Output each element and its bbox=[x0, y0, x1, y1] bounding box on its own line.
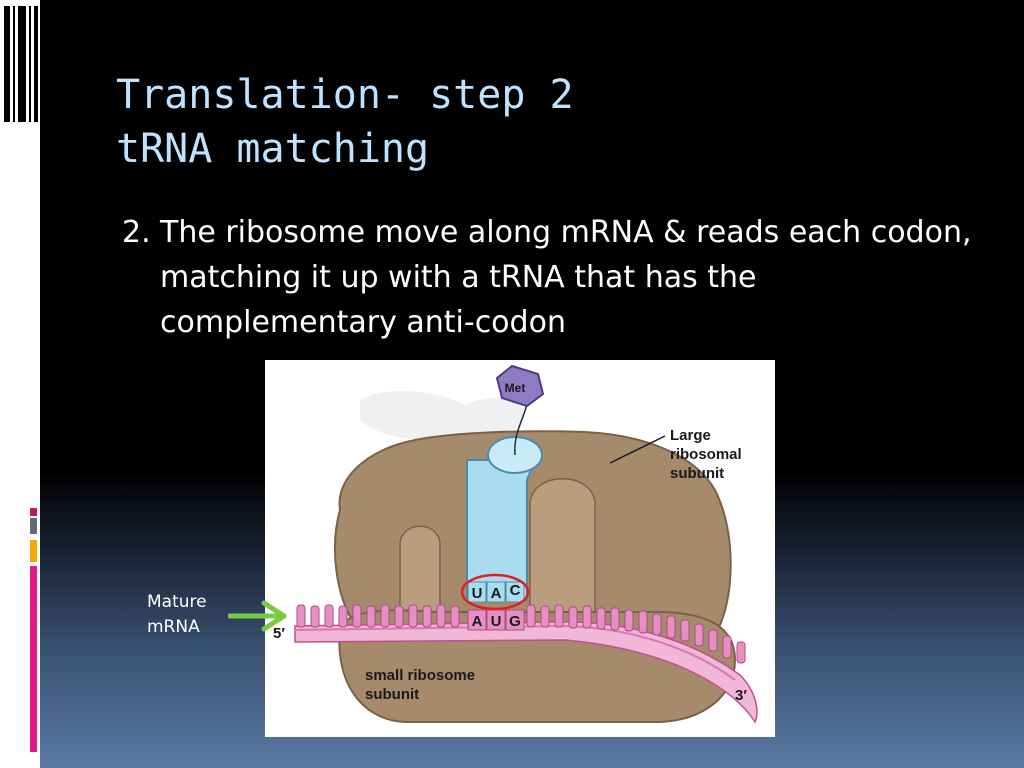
met-hexagon bbox=[495, 364, 545, 408]
large-subunit-label: subunit bbox=[670, 465, 724, 482]
mrna-base bbox=[436, 604, 446, 628]
codon-base bbox=[505, 609, 525, 631]
anticodon-letter: C bbox=[510, 582, 521, 599]
mature-mrna-line-1: Mature bbox=[147, 592, 207, 612]
mrna-base bbox=[338, 605, 348, 628]
decorative-line bbox=[29, 6, 31, 122]
mrna-base bbox=[352, 604, 362, 628]
three-prime-label: 3′ bbox=[735, 687, 747, 704]
mrna-base bbox=[296, 604, 306, 628]
five-prime-label: 5′ bbox=[273, 625, 285, 642]
mrna-bases bbox=[296, 604, 746, 664]
large-subunit-label: ribosomal bbox=[670, 446, 742, 463]
bullet-number: 2. bbox=[122, 215, 151, 250]
mature-mrna-line-2: mRNA bbox=[147, 617, 200, 637]
mrna-base bbox=[554, 604, 564, 628]
translation-diagram: Met U A C A U G Large ribosomal subunit … bbox=[265, 360, 775, 737]
mrna-base bbox=[310, 605, 320, 628]
mrna-base bbox=[596, 607, 606, 630]
mrna-base bbox=[380, 604, 390, 628]
mature-mrna-label: Mature mRNA bbox=[147, 590, 237, 640]
background-cloud bbox=[360, 390, 524, 440]
mrna-base bbox=[394, 605, 404, 628]
codon-base bbox=[467, 609, 487, 631]
large-subunit-label: Large bbox=[670, 427, 711, 444]
mrna-base bbox=[526, 604, 536, 628]
slide-title: Translation- step 2 tRNA matching bbox=[116, 68, 574, 176]
small-subunit-label: small ribosome bbox=[365, 667, 475, 684]
mrna-base bbox=[408, 604, 418, 628]
small-subunit-label: subunit bbox=[365, 686, 419, 703]
codon-letter: U bbox=[491, 613, 502, 630]
bullet-point: 2. The ribosome move along mRNA & reads … bbox=[122, 210, 972, 345]
accent-stripe bbox=[30, 566, 37, 752]
decorative-line bbox=[18, 6, 26, 122]
left-decorative-bar bbox=[0, 0, 40, 768]
anticodon-letter: A bbox=[491, 585, 502, 602]
mrna-base bbox=[366, 605, 376, 628]
ribosome-site-groove bbox=[399, 525, 441, 626]
anticodon-base bbox=[505, 581, 525, 603]
mrna-base bbox=[708, 629, 718, 652]
codon-letter: G bbox=[509, 613, 521, 630]
anticodon-highlight bbox=[460, 573, 530, 611]
mrna-base bbox=[422, 605, 432, 628]
mrna-base bbox=[666, 615, 676, 639]
decorative-line bbox=[4, 6, 10, 122]
anticodon-letter: U bbox=[472, 585, 483, 602]
accent-stripe bbox=[30, 508, 37, 516]
mrna-base bbox=[736, 641, 746, 664]
bullet-text: The ribosome move along mRNA & reads eac… bbox=[160, 215, 972, 340]
decorative-line bbox=[34, 6, 38, 122]
mrna-base bbox=[568, 606, 578, 629]
mrna-base bbox=[722, 635, 732, 659]
accent-stripe bbox=[30, 518, 37, 534]
title-line-2: tRNA matching bbox=[116, 126, 430, 172]
mrna-base bbox=[324, 604, 334, 628]
label-leader-line bbox=[609, 435, 666, 464]
green-arrow-icon bbox=[228, 600, 287, 632]
amino-acid-label: Met bbox=[505, 381, 526, 395]
mrna-base bbox=[610, 607, 620, 631]
mrna-base bbox=[582, 605, 592, 629]
decorative-line bbox=[13, 6, 15, 122]
mrna-base bbox=[680, 619, 690, 642]
mrna-base bbox=[624, 609, 634, 632]
accent-stripe bbox=[30, 540, 37, 562]
mrna-base bbox=[450, 605, 460, 628]
decorative-lines bbox=[0, 0, 40, 130]
mrna-base bbox=[638, 610, 648, 634]
mrna-base bbox=[652, 613, 662, 636]
mrna-base bbox=[540, 605, 550, 628]
mrna-backbone bbox=[294, 624, 736, 681]
codon-letter: A bbox=[472, 613, 483, 630]
ribosome-site-groove bbox=[529, 478, 596, 626]
mrna-base bbox=[694, 623, 704, 647]
title-line-1: Translation- step 2 bbox=[116, 72, 574, 118]
trna-body bbox=[466, 459, 537, 601]
anticodon-base bbox=[486, 581, 506, 603]
anticodon-base bbox=[467, 581, 487, 603]
